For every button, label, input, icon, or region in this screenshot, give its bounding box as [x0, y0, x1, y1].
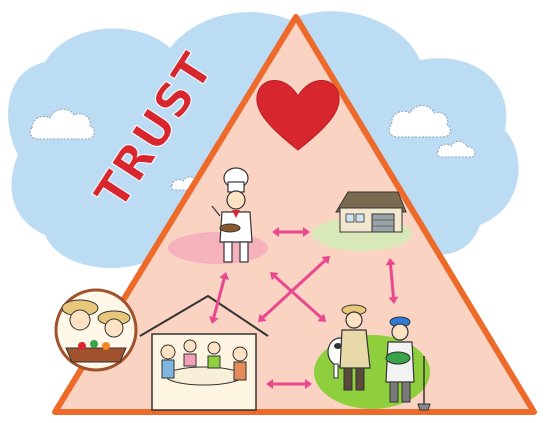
arrow-house-farm: [266, 379, 312, 389]
arrow-factory-farm: [385, 258, 399, 304]
farmer-couple-icon: [54, 288, 138, 372]
arrow-chef-factory: [272, 227, 310, 237]
cloud-icon: [436, 140, 476, 158]
arrow-chef-farm: [270, 272, 326, 322]
cloud-icon: [29, 108, 95, 140]
trust-triangle: [52, 14, 537, 415]
farmers-icon: [327, 304, 431, 411]
arrows-layer: [208, 227, 399, 389]
chef-icon: [211, 167, 253, 263]
heart-icon: [256, 80, 340, 151]
arrow-factory-house: [258, 256, 330, 322]
factory-icon: [335, 191, 407, 233]
family-house-icon: [139, 295, 269, 411]
arrow-chef-house: [208, 272, 230, 324]
cloud-icon: [388, 105, 451, 138]
chef-ellipse: [168, 232, 268, 264]
